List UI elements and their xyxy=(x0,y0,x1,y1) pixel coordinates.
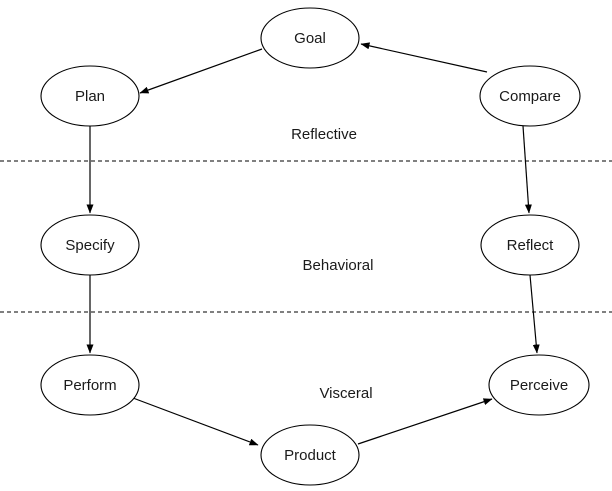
node-label-plan: Plan xyxy=(75,88,105,105)
node-shape-specify[interactable] xyxy=(40,214,140,276)
node-label-reflect: Reflect xyxy=(507,237,555,254)
node-label-specify: Specify xyxy=(65,237,115,254)
layer-dividers xyxy=(0,160,612,313)
node-shape-plan[interactable] xyxy=(40,65,140,127)
edge-goal-to-plan xyxy=(139,48,263,94)
node-label-perform: Perform xyxy=(63,377,116,394)
edge-product-to-perceive xyxy=(357,398,493,445)
node-label-product: Product xyxy=(284,447,337,464)
node-label-compare: Compare xyxy=(499,88,561,105)
edge-reflect-to-perceive xyxy=(529,274,540,354)
layer-label-reflective: Reflective xyxy=(291,126,357,143)
node-perceive[interactable]: Perceive xyxy=(488,354,590,416)
node-shape-product[interactable] xyxy=(260,424,360,486)
node-compare[interactable]: Compare xyxy=(479,65,581,127)
node-plan[interactable]: Plan xyxy=(40,65,140,127)
node-shape-perform[interactable] xyxy=(40,354,140,416)
edges xyxy=(86,42,540,446)
node-label-goal: Goal xyxy=(294,30,326,47)
node-shape-perceive[interactable] xyxy=(488,354,590,416)
edge-perform-to-product xyxy=(132,397,259,446)
node-product[interactable]: Product xyxy=(260,424,360,486)
node-shape-reflect[interactable] xyxy=(480,214,580,276)
node-shape-goal[interactable] xyxy=(260,7,360,69)
layer-label-behavioral: Behavioral xyxy=(303,257,374,274)
edge-compare-to-goal xyxy=(360,42,488,73)
node-goal[interactable]: Goal xyxy=(260,7,360,69)
node-specify[interactable]: Specify xyxy=(40,214,140,276)
layer-label-visceral: Visceral xyxy=(319,385,372,402)
node-shape-compare[interactable] xyxy=(479,65,581,127)
node-reflect[interactable]: Reflect xyxy=(480,214,580,276)
edge-compare-to-reflect xyxy=(522,125,532,214)
node-label-perceive: Perceive xyxy=(510,377,568,394)
node-perform[interactable]: Perform xyxy=(40,354,140,416)
